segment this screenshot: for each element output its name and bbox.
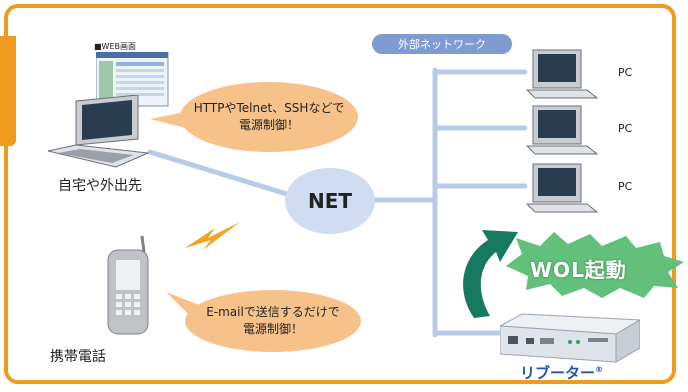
pc-2-icon: [525, 105, 599, 155]
pc-2-label: PC: [618, 122, 633, 135]
email-bubble: E-mailで送信するだけで 電源制御！: [185, 290, 361, 352]
orange-side-tab: [0, 36, 16, 146]
net-label: NET: [307, 189, 353, 213]
wol-burst-icon: [506, 232, 684, 298]
telnet-bubble-text: HTTPやTelnet、SSHなどで 電源制御！: [193, 101, 345, 132]
rebooter-device-icon: [500, 313, 640, 363]
wake-arrow-icon: [463, 230, 518, 318]
laptop-icon: [47, 95, 150, 168]
telnet-bubble: HTTPやTelnet、SSHなどで 電源制御！: [180, 82, 358, 152]
pc-3-label: PC: [618, 180, 633, 193]
mobile-label: 携帯電話: [50, 349, 106, 365]
brand-name: リブーター: [520, 364, 596, 382]
external-network-badge: 外部ネットワーク: [372, 34, 512, 54]
pc-1-icon: [525, 49, 599, 99]
brand-logo: リブーター®: [520, 362, 603, 383]
mobile-phone-icon: [107, 235, 149, 335]
web-screen-label: ■WEB画面: [94, 42, 137, 51]
wol-label: WOL起動: [530, 258, 627, 282]
registered-mark: ®: [595, 365, 604, 374]
line-home-net: [147, 149, 293, 198]
pc-3-icon: [525, 163, 599, 213]
home-label: 自宅や外出先: [58, 178, 142, 194]
telnet-bubble-tail: [150, 111, 190, 129]
email-bubble-text: E-mailで送信するだけで 電源制御！: [206, 305, 340, 336]
net-cloud: NET: [285, 168, 375, 234]
signal-bolt-icon: [185, 222, 240, 250]
email-bubble-tail: [166, 292, 202, 318]
external-network-label: 外部ネットワーク: [398, 38, 486, 51]
pc-1-label: PC: [618, 66, 633, 79]
